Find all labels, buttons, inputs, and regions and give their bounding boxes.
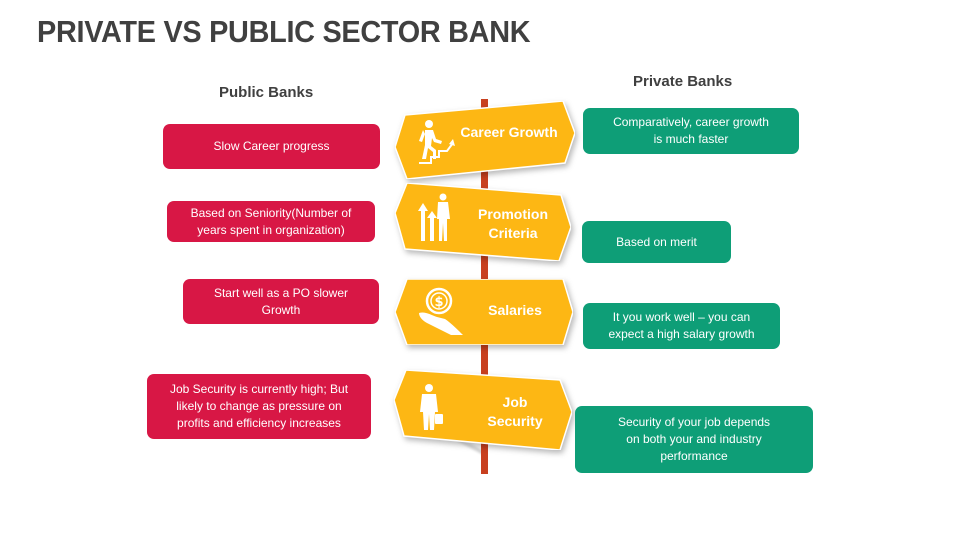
public-career-growth-box: Slow Career progress [163,124,380,169]
sign-salaries: $ Salaries [395,279,573,345]
sign-label: Salaries [488,302,542,318]
private-salaries-box: It you work well – you can expect a high… [583,303,780,349]
businessman-briefcase-icon [420,384,443,430]
private-job-security-box: Security of your job depends on both you… [575,406,813,473]
private-promotion-criteria-box: Based on merit [582,221,731,263]
private-career-growth-box: Comparatively, career growth is much fas… [583,108,799,154]
public-banks-heading: Public Banks [219,84,314,101]
public-job-security-box: Job Security is currently high; But like… [147,374,371,439]
sign-promotion-criteria: Promotion Criteria [395,183,571,261]
svg-text:$: $ [434,295,443,310]
public-promotion-criteria-box: Based on Seniority(Number of years spent… [167,201,375,242]
sign-label: Promotion Criteria [478,206,548,241]
sign-job-security: Job Security [394,370,572,450]
sign-label: Career Growth [460,124,558,140]
sign-shape [394,370,572,450]
sign-career-growth: Career Growth [395,101,575,179]
page-title: PRIVATE VS PUBLIC SECTOR BANK [37,14,531,49]
person-climbing-stairs-icon [419,120,455,164]
sign-label: Job Security [487,394,543,429]
sign-shape [395,101,575,179]
hand-holding-coin-icon: $ [419,287,463,335]
businessman-arrows-up-icon [418,193,450,241]
private-banks-heading: Private Banks [633,73,733,90]
public-salaries-box: Start well as a PO slower Growth [183,279,379,324]
